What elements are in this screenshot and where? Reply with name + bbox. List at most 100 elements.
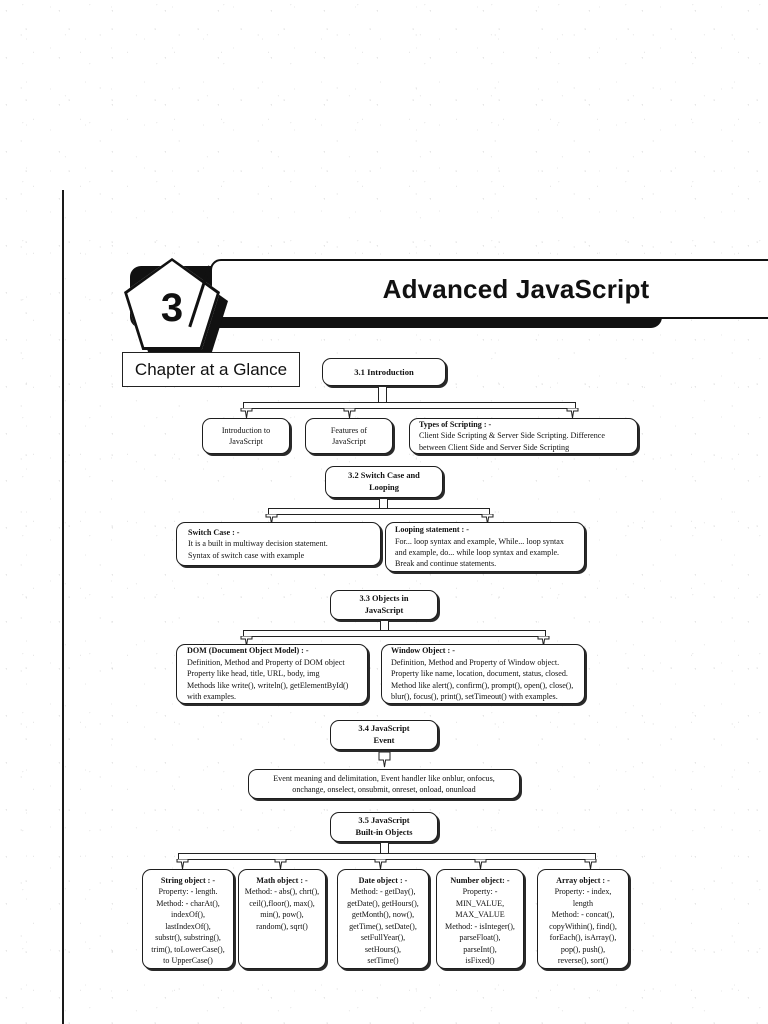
looping-statement-line-1: For... loop syntax and example, While...… <box>395 536 564 546</box>
dom-box[interactable]: DOM (Document Object Model) : - Definiti… <box>176 644 368 704</box>
arrow-head-intro-js <box>240 408 253 419</box>
math-object-line-2: ceil(),floor(), max(), <box>249 898 315 908</box>
section-3-3-title-line-2: JavaScript <box>364 606 404 615</box>
string-object-line-6: trim(), toLowerCase(), <box>151 944 225 954</box>
section-3-4-box[interactable]: 3.4 JavaScript Event <box>330 720 438 750</box>
math-object-heading: Math object : - <box>256 876 308 885</box>
date-object-heading: Date object : - <box>358 876 408 885</box>
number-object-line-7: isFixed() <box>465 956 495 966</box>
dom-line-3: Methods like write(), writeln(), getElem… <box>187 680 349 690</box>
window-object-line-3: Method like alert(), confirm(), prompt()… <box>391 680 574 690</box>
connector-stem-3-5 <box>380 843 389 854</box>
array-object-line-1: Property: - index, <box>554 887 612 897</box>
window-object-box[interactable]: Window Object : - Definition, Method and… <box>381 644 585 704</box>
arrow-head-array-object <box>584 859 597 870</box>
window-object-line-4: blur(), focus(), print(), setTimeout() w… <box>391 692 558 702</box>
date-object-box[interactable]: Date object : - Method: - getDay(),getDat… <box>337 869 429 969</box>
math-object-line-1: Method: - abs(), chrt(), <box>244 887 320 897</box>
arrow-head-event-detail <box>378 752 391 768</box>
chapter-title: Advanced JavaScript <box>382 273 650 304</box>
switch-case-line-2: Syntax of switch case with example <box>188 550 305 560</box>
section-3-4-title-line-2: Event <box>373 736 395 745</box>
number-object-box[interactable]: Number object: -Property: -MIN_VALUE,MAX… <box>436 869 524 969</box>
chapter-at-a-glance-label: Chapter at a Glance <box>122 352 300 387</box>
array-object-line-7: reverse(), sort() <box>557 956 609 966</box>
string-object-line-7: to UpperCase() <box>163 956 213 966</box>
number-object-line-4: Method: - isInteger(), <box>445 921 515 931</box>
array-object-line-6: pop(), push(), <box>560 944 606 954</box>
math-object-line-4: random(), sqrt() <box>256 921 308 931</box>
page-margin-rule <box>62 190 64 1024</box>
date-object-line-4: getTime(), setDate(), <box>349 921 417 931</box>
string-object-box[interactable]: String object : -Property: - length.Meth… <box>142 869 234 969</box>
date-object-line-3: getMonth(), now(), <box>351 910 415 920</box>
types-of-scripting-box[interactable]: Types of Scripting : - Client Side Scrip… <box>409 418 638 454</box>
arrow-head-switch-case <box>265 514 278 525</box>
section-3-5-box[interactable]: 3.5 JavaScript Built-in Objects <box>330 812 438 842</box>
arrow-head-features-js <box>343 408 356 419</box>
number-object-line-6: parseInt(), <box>463 944 497 954</box>
section-3-2-box[interactable]: 3.2 Switch Case and Looping <box>325 466 443 498</box>
looping-statement-heading: Looping statement : - <box>395 525 469 535</box>
section-3-1-box[interactable]: 3.1 Introduction <box>322 358 446 386</box>
looping-statement-box[interactable]: Looping statement : - For... loop syntax… <box>385 522 585 572</box>
date-object-line-7: setTime() <box>367 956 399 966</box>
math-object-box[interactable]: Math object : - Method: - abs(), chrt(),c… <box>238 869 326 969</box>
dom-line-2: Property like head, title, URL, body, im… <box>187 669 320 679</box>
arrow-head-number-object <box>474 859 487 870</box>
date-object-line-6: setHours(), <box>364 944 402 954</box>
types-of-scripting-line-2: between Client Side and Server Side Scri… <box>419 442 570 452</box>
arrow-head-types-scripting <box>566 408 579 419</box>
banner-bar <box>210 259 768 319</box>
dom-line-1: Definition, Method and Property of DOM o… <box>187 657 345 667</box>
features-js-line-1: Features of <box>330 425 368 435</box>
event-detail-line-1: Event meaning and delimitation, Event ha… <box>273 773 495 783</box>
event-detail-box[interactable]: Event meaning and delimitation, Event ha… <box>248 769 520 799</box>
types-of-scripting-line-1: Client Side Scripting & Server Side Scri… <box>419 431 605 441</box>
connector-bus-3-3 <box>243 629 546 638</box>
intro-js-line-1: Introduction to <box>221 425 271 435</box>
connector-stem-3-3 <box>380 621 389 631</box>
date-object-line-1: Method: - getDay(), <box>350 887 416 897</box>
number-object-heading: Number object: - <box>450 876 510 885</box>
connector-stem-3-1 <box>378 387 387 403</box>
string-object-line-2: Method: - charAt(), <box>156 898 220 908</box>
array-object-box[interactable]: Array object : - Property: - index,length… <box>537 869 629 969</box>
connector-bus-3-1 <box>243 401 576 410</box>
introduction-to-javascript-box[interactable]: Introduction to JavaScript <box>202 418 290 454</box>
string-object-line-4: lastIndexOf(), <box>165 921 211 931</box>
string-object-heading: String object : - <box>160 876 216 885</box>
features-of-javascript-box[interactable]: Features of JavaScript <box>305 418 393 454</box>
intro-js-line-2: JavaScript <box>229 437 263 446</box>
array-object-line-5: forEach(), isArray(), <box>549 933 617 943</box>
dom-heading: DOM (Document Object Model) : - <box>187 646 309 656</box>
date-object-line-2: getDate(), getHours(), <box>347 898 419 908</box>
date-object-line-5: setFullYear(), <box>360 933 406 943</box>
looping-statement-line-3: Break and continue statements. <box>395 559 497 569</box>
array-object-line-3: Method: - concat(), <box>551 910 615 920</box>
section-3-5-title-line-1: 3.5 JavaScript <box>358 816 410 826</box>
string-object-line-5: substr(), substring(), <box>155 933 221 943</box>
types-of-scripting-heading: Types of Scripting : - <box>419 419 492 429</box>
section-3-3-box[interactable]: 3.3 Objects in JavaScript <box>330 590 438 620</box>
switch-case-line-1: It is a built in multiway decision state… <box>188 539 328 549</box>
connector-bus-3-2 <box>268 507 490 516</box>
arrow-head-math-object <box>274 859 287 870</box>
features-js-line-2: JavaScript <box>332 437 366 446</box>
array-object-heading: Array object : - <box>556 876 610 885</box>
switch-case-box[interactable]: Switch Case : - It is a built in multiwa… <box>176 522 381 566</box>
dom-line-4: with examples. <box>187 692 237 702</box>
section-3-3-title-line-1: 3.3 Objects in <box>359 594 409 604</box>
section-3-2-title-line-2: Looping <box>369 483 399 492</box>
switch-case-heading: Switch Case : - <box>188 527 240 537</box>
window-object-line-1: Definition, Method and Property of Windo… <box>391 657 560 667</box>
chapter-banner: Advanced JavaScript 3 <box>122 258 768 359</box>
number-object-line-3: MAX_VALUE <box>455 910 505 920</box>
connector-stem-3-2 <box>379 499 388 509</box>
number-object-line-5: parseFloat(), <box>459 933 501 943</box>
arrow-head-dom <box>240 636 253 647</box>
array-object-line-2: length <box>572 898 594 908</box>
arrow-head-string-object <box>176 859 189 870</box>
window-object-line-2: Property like name, location, document, … <box>391 669 568 679</box>
window-object-heading: Window Object : - <box>391 646 455 656</box>
